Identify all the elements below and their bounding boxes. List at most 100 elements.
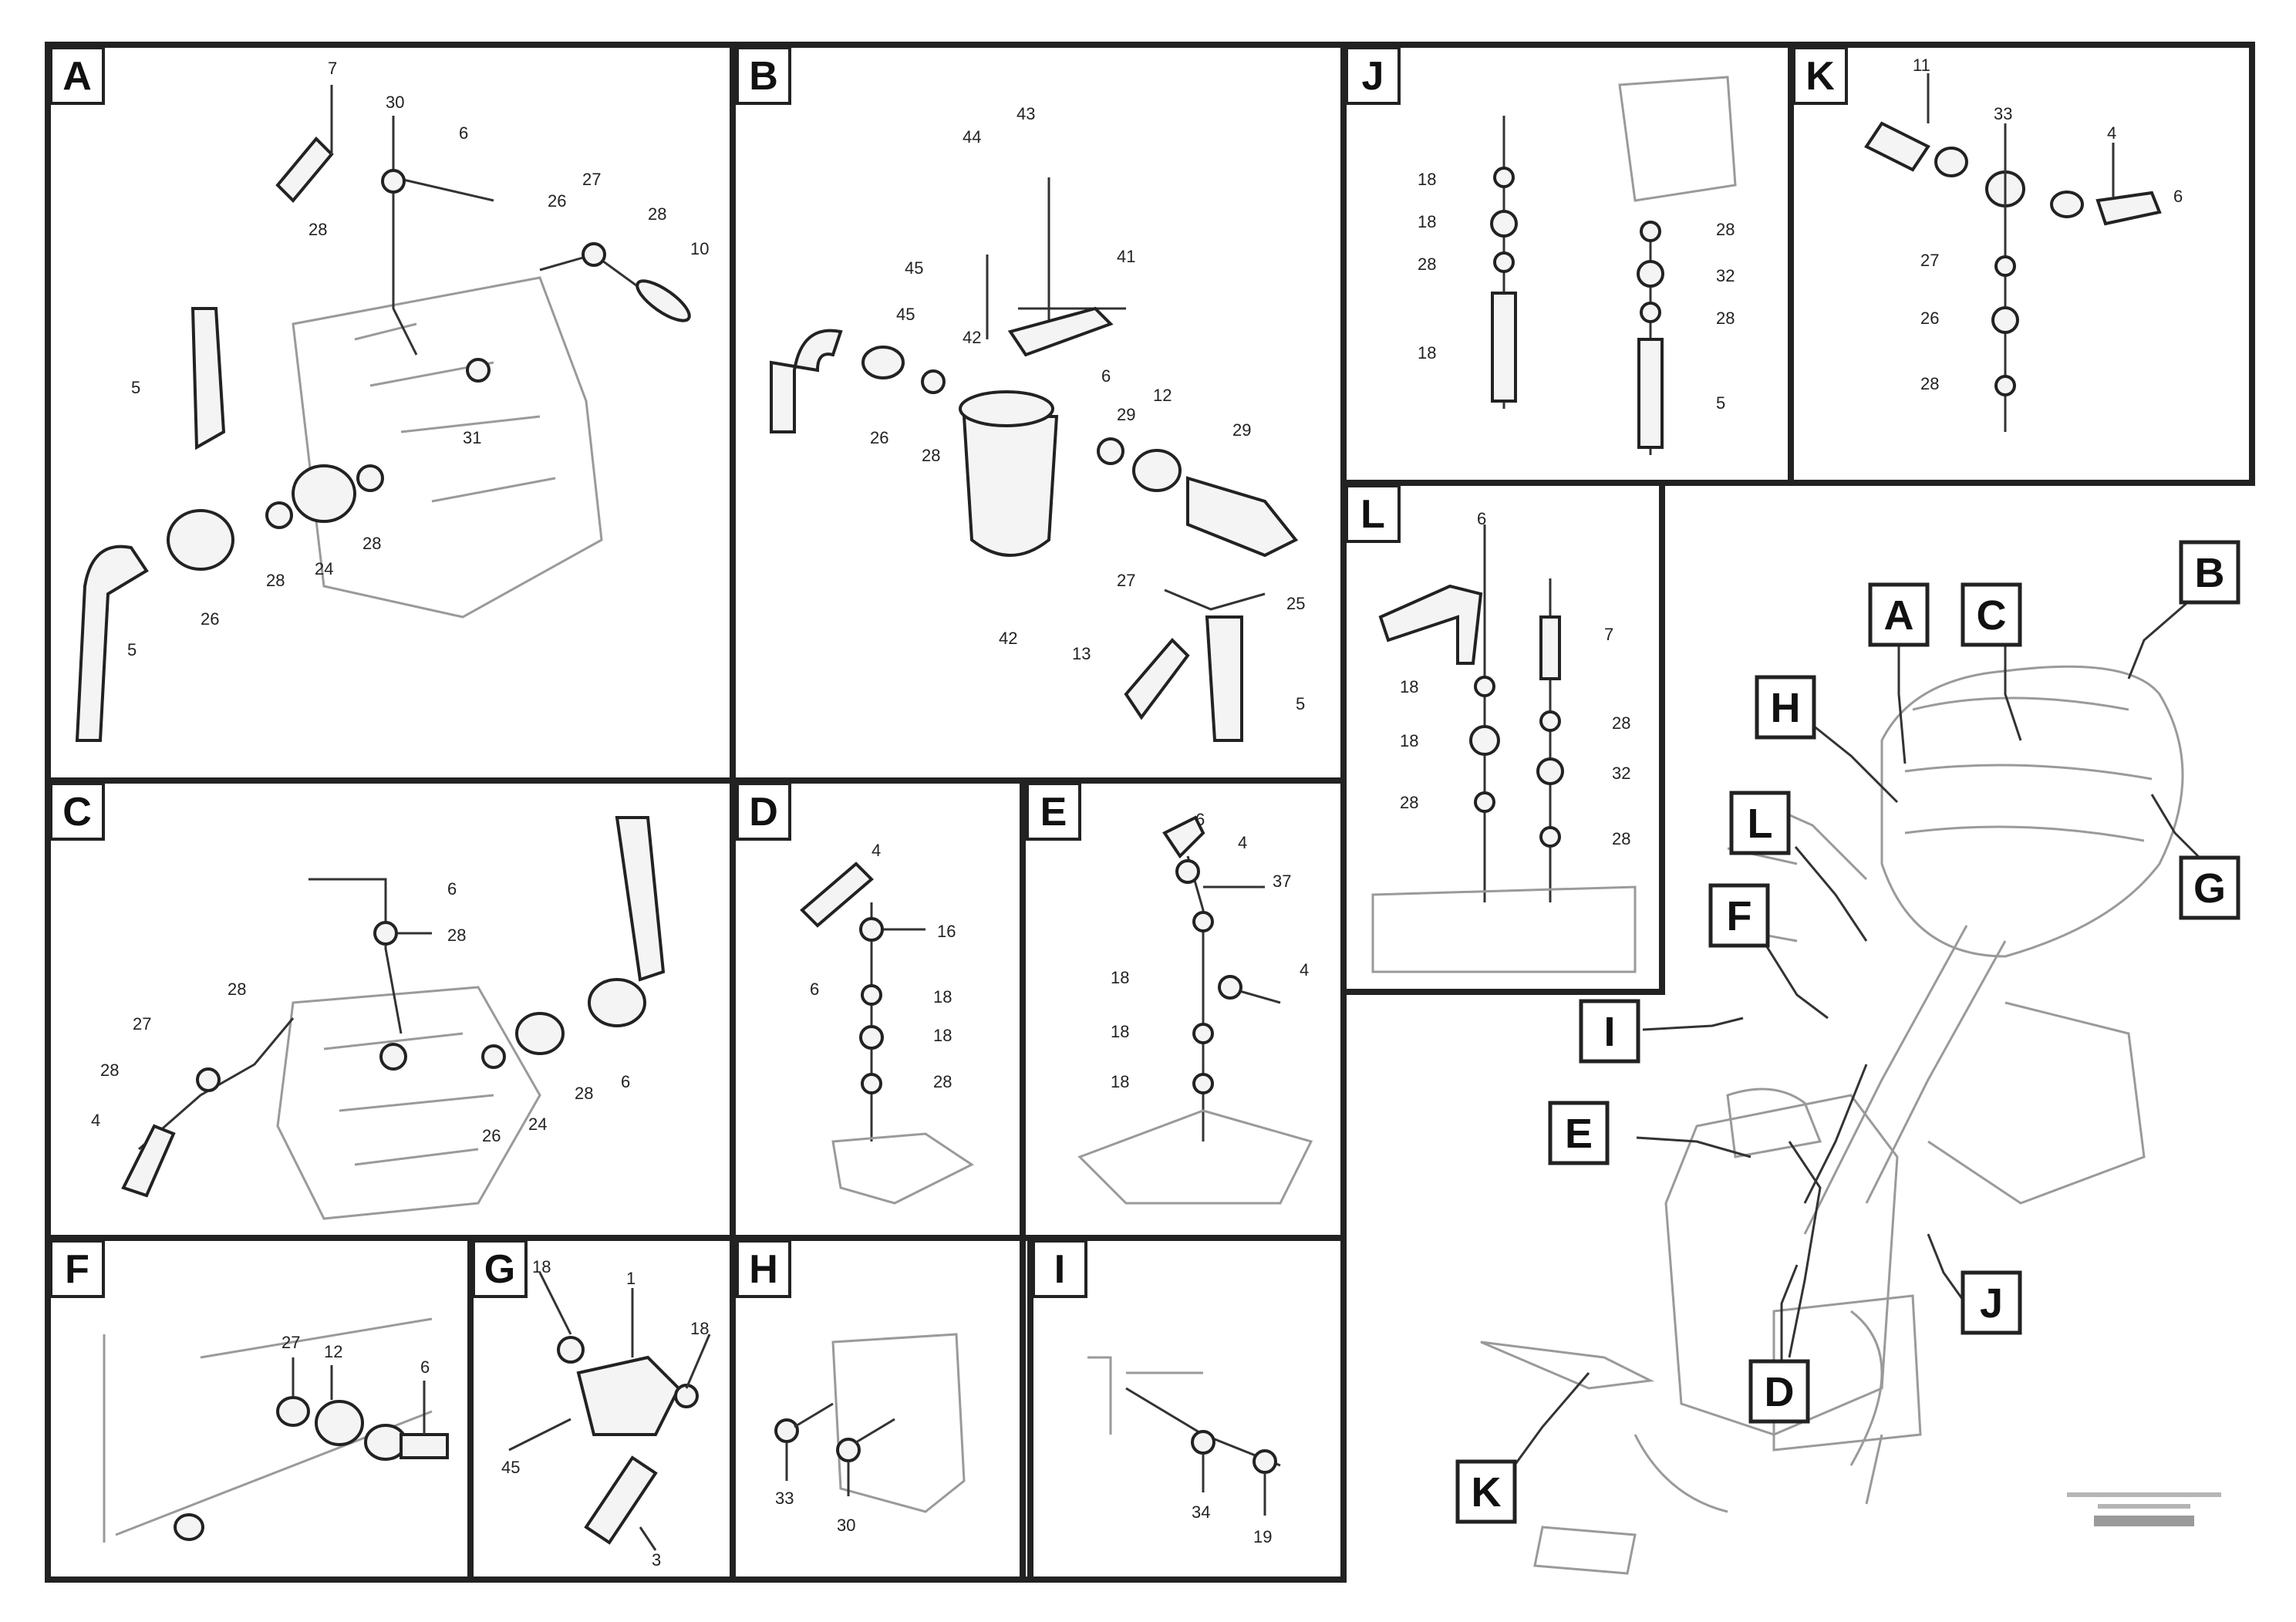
- panel-h-drawing: 33 30: [774, 1333, 966, 1535]
- panel-g-drawing: 18 1 18 45 3: [501, 1257, 711, 1570]
- callout: 13: [1072, 644, 1091, 663]
- callout: 28: [1612, 829, 1630, 848]
- overview-marker-f: F: [1708, 883, 1770, 948]
- callout: 4: [872, 841, 881, 860]
- callouts-b: 44 43 45 45 42 41 26 28 29 6 12 29 27 25…: [870, 104, 1305, 713]
- panel-label-l: L: [1345, 484, 1401, 543]
- marker-letter: A: [1884, 592, 1914, 639]
- callout: 32: [1612, 764, 1630, 783]
- callouts-a: 7 30 6 28 27 26 28 10 5 31 26 28 24 28 5: [127, 59, 709, 659]
- panel-letter: C: [62, 790, 92, 835]
- callout: 31: [463, 428, 481, 447]
- callout: 6: [810, 980, 819, 999]
- callout: 18: [1111, 1022, 1129, 1041]
- callout: 28: [228, 980, 246, 999]
- callout: 32: [1716, 266, 1735, 285]
- panel-label-b: B: [736, 46, 791, 105]
- callout: 7: [1604, 625, 1613, 644]
- footer-smudge-3: [2094, 1516, 2194, 1526]
- callout: 6: [459, 123, 468, 143]
- marker-letter: H: [1771, 685, 1801, 731]
- drawing-footer: [2067, 1492, 2221, 1526]
- marker-letter: B: [2195, 550, 2225, 596]
- callouts-k: 11 33 4 6 27 26 28: [1913, 56, 2183, 393]
- callout: 42: [963, 328, 981, 347]
- panel-letter: I: [1054, 1247, 1065, 1292]
- panel-d-drawing: 4 16 6 18 18 28: [800, 841, 974, 1205]
- callout: 28: [922, 446, 940, 465]
- overview-marker-g: G: [2179, 855, 2240, 920]
- callout: 28: [266, 571, 285, 590]
- panel-frames: [45, 42, 2255, 1583]
- callout: 27: [1117, 571, 1135, 590]
- panel-letter: F: [65, 1247, 89, 1292]
- callout: 6: [621, 1072, 630, 1091]
- callout: 33: [1994, 104, 2012, 123]
- callout: 7: [328, 59, 337, 78]
- callout: 29: [1232, 420, 1251, 440]
- panel-label-e: E: [1026, 782, 1081, 841]
- panel-letter: K: [1805, 54, 1835, 99]
- panel-letter: B: [749, 54, 778, 99]
- callout: 6: [1101, 366, 1111, 386]
- callout: 27: [582, 170, 601, 189]
- callout: 18: [1418, 212, 1436, 231]
- callout: 29: [1117, 405, 1135, 424]
- panel-i-drawing: 34 19: [1087, 1356, 1281, 1546]
- callout: 12: [324, 1342, 342, 1361]
- callouts-c: 6 28 28 27 28 4 26 24 28 6: [91, 879, 630, 1145]
- callout: 26: [870, 428, 888, 447]
- callout: 4: [91, 1111, 100, 1130]
- callout: 4: [2107, 123, 2116, 143]
- callout: 30: [837, 1516, 855, 1535]
- callout: 28: [308, 220, 327, 239]
- overview-marker-b: B: [2179, 540, 2240, 605]
- footer-smudge-2: [2098, 1504, 2190, 1509]
- callouts-d: 4 16 6 18 18 28: [810, 841, 956, 1091]
- panel-c-drawing: 6 28 28 27 28 4 26 24 28 6: [91, 816, 666, 1220]
- callout: 5: [131, 378, 140, 397]
- panel-e-drawing: 6 4 37 18 4 18 18: [1077, 810, 1313, 1205]
- panel-letter: E: [1040, 790, 1067, 835]
- marker-letter: G: [2193, 865, 2226, 912]
- panel-label-k: K: [1792, 46, 1848, 105]
- callout: 28: [362, 534, 381, 553]
- callout: 43: [1017, 104, 1035, 123]
- callout: 26: [548, 191, 566, 211]
- callout: 4: [1300, 960, 1309, 980]
- callout: 18: [933, 987, 952, 1007]
- overview-marker-l: L: [1729, 791, 1791, 855]
- callout: 6: [420, 1357, 430, 1377]
- marker-letter: I: [1603, 1009, 1615, 1055]
- callout: 12: [1153, 386, 1172, 405]
- callout: 18: [1111, 968, 1129, 987]
- callout: 16: [937, 922, 956, 941]
- callout: 26: [201, 609, 219, 629]
- panel-label-a: A: [49, 46, 105, 105]
- callout: 5: [127, 640, 137, 659]
- panel-j-drawing: 18 18 28 18 28 32 28 5: [1418, 76, 1737, 455]
- overview-marker-d: D: [1748, 1359, 1810, 1424]
- callout: 18: [690, 1319, 709, 1338]
- panel-label-h: H: [736, 1239, 791, 1298]
- panel-label-c: C: [49, 782, 105, 841]
- marker-letter: F: [1727, 893, 1752, 939]
- callout: 37: [1273, 872, 1291, 891]
- callout: 18: [1111, 1072, 1129, 1091]
- callouts-g: 18 1 18 45 3: [501, 1257, 709, 1570]
- callout: 18: [1400, 731, 1418, 750]
- callout: 6: [1195, 810, 1205, 829]
- callout: 5: [1716, 393, 1725, 413]
- callouts-f: 27 12 6: [282, 1333, 430, 1377]
- callout: 26: [482, 1126, 501, 1145]
- overview-marker-j: J: [1961, 1270, 2022, 1335]
- callout: 11: [1913, 56, 1930, 75]
- callout: 18: [1400, 677, 1418, 696]
- marker-letter: L: [1748, 801, 1773, 847]
- callout: 6: [447, 879, 457, 899]
- callout: 18: [1418, 343, 1436, 363]
- callout: 27: [133, 1014, 151, 1034]
- footer-smudge-1: [2067, 1492, 2221, 1497]
- callouts-h: 33 30: [775, 1489, 855, 1535]
